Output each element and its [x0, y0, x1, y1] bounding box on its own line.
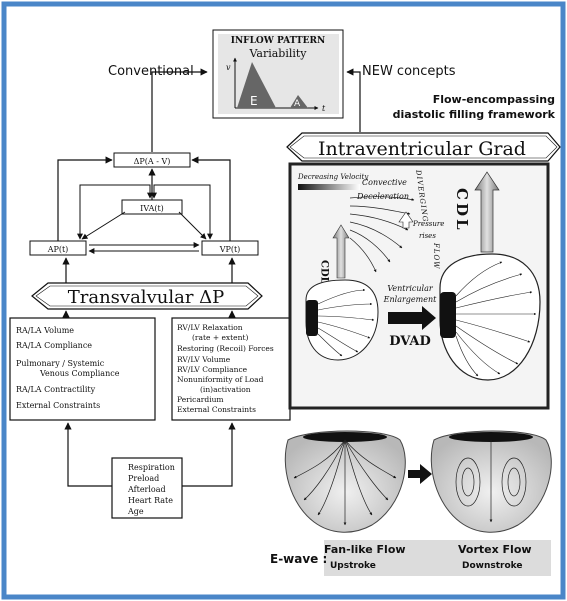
node-dp-av-label: ΔP(A - V) — [134, 157, 171, 166]
left-factor-6: External Constraints — [16, 401, 100, 410]
conventional-label: Conventional — [108, 64, 194, 79]
inflow-subtitle: Variability — [248, 47, 307, 60]
bottom-factor-2: Preload — [128, 474, 159, 483]
new-concepts-arrow — [346, 68, 361, 132]
convective-label: Convective — [362, 178, 407, 187]
fan-flow-title: Fan-like Flow — [324, 543, 406, 556]
cdl-large-label: CDL — [453, 188, 471, 233]
new-concepts-label: NEW concepts — [362, 64, 456, 79]
bottom-factor-3: Afterload — [127, 485, 166, 494]
fan-flow-sub: Upstroke — [330, 561, 376, 571]
a-wave-shape — [290, 95, 308, 108]
enlargement-arrow — [388, 306, 436, 330]
node-iva-label: IVA(t) — [140, 204, 164, 213]
transvalvular-banner: Transvalvular ΔP — [31, 282, 263, 310]
transition-arrow — [408, 464, 432, 484]
framework-line2: diastolic filling framework — [393, 108, 556, 121]
cdl-large-arrow — [474, 171, 500, 253]
left-factor-3: Pulmonary / Systemic — [16, 359, 105, 368]
ewave-label: E-wave : — [270, 552, 327, 566]
small-ventricle — [305, 279, 379, 361]
left-factor-5: RA/LA Contractility — [16, 385, 96, 394]
vortex-flow-sub: Downstroke — [462, 561, 523, 571]
pressure-node-network: ΔP(A - V) IVA(t) AP(t) VP(t) — [29, 152, 259, 256]
right-factor-7: (in)activation — [200, 385, 251, 394]
vortex-heart — [430, 430, 552, 533]
left-factor-4: Venous Compliance — [39, 369, 120, 378]
right-factor-8: Pericardium — [177, 395, 224, 404]
rises-label: rises — [419, 232, 436, 240]
inflow-pattern-box: INFLOW PATTERN Variability v t E A — [212, 29, 344, 119]
cdl-small-label: CDL — [319, 260, 330, 284]
right-factor-9: External Constraints — [177, 405, 256, 414]
node-ap-label: AP(t) — [47, 245, 69, 254]
decreasing-velocity-label: Decreasing Velocity — [297, 173, 369, 181]
wave-e-label: E — [250, 94, 258, 108]
intraventricular-panel: Decreasing Velocity Convective Decelerat… — [288, 162, 550, 410]
atrial-factors-box: RA/LA Volume RA/LA Compliance Pulmonary … — [9, 317, 156, 421]
left-factor-2: RA/LA Compliance — [16, 341, 92, 350]
right-factor-2: (rate + extent) — [192, 333, 248, 342]
enlargement-line2: Enlargement — [383, 295, 437, 304]
right-factor-3: Restoring (Recoil) Forces — [177, 344, 274, 353]
right-factor-4: RV/LV Volume — [177, 355, 231, 364]
right-factor-1: RV/LV Relaxation — [177, 323, 243, 332]
node-dp-av — [113, 152, 191, 168]
right-factor-6: Nonuniformity of Load — [177, 375, 264, 384]
cdl-small-arrow — [332, 224, 350, 279]
axis-v-label: v — [226, 63, 231, 72]
pressure-label: Pressure — [412, 220, 444, 228]
inflow-title: INFLOW PATTERN — [231, 36, 325, 46]
wave-a-label: A — [294, 99, 301, 109]
e-wave-shape — [237, 62, 276, 108]
large-ventricle — [439, 253, 541, 381]
velocity-gradient-bar — [298, 184, 360, 190]
transvalvular-banner-text: Transvalvular ΔP — [68, 287, 225, 308]
enlargement-line1: Ventricular — [387, 284, 433, 293]
bottom-factor-1: Respiration — [128, 463, 175, 472]
general-factors-box: Respiration Preload Afterload Heart Rate… — [111, 457, 183, 519]
bottom-factor-4: Heart Rate — [128, 496, 173, 505]
axis-t-label: t — [322, 104, 326, 113]
right-factor-5: RV/LV Compliance — [177, 365, 248, 374]
dvad-label: DVAD — [389, 334, 430, 349]
vortex-flow-title: Vortex Flow — [458, 543, 532, 556]
intraventricular-banner: Intraventricular Grad — [286, 132, 561, 162]
framework-line1: Flow-encompassing — [433, 93, 555, 106]
pressure-arrow — [398, 211, 414, 229]
conventional-arrow — [151, 68, 208, 152]
bottom-factor-5: Age — [127, 507, 144, 516]
node-vp-label: VP(t) — [219, 245, 241, 254]
fan-like-heart — [284, 430, 406, 533]
flow-label: FLOW — [432, 242, 440, 269]
ewave-label-bar: E-wave : Fan-like Flow Upstroke Vortex F… — [264, 540, 551, 576]
left-factor-1: RA/LA Volume — [16, 326, 74, 335]
intraventricular-banner-text: Intraventricular Grad — [318, 138, 526, 160]
ventricular-factors-box: RV/LV Relaxation (rate + extent) Restori… — [171, 317, 291, 421]
